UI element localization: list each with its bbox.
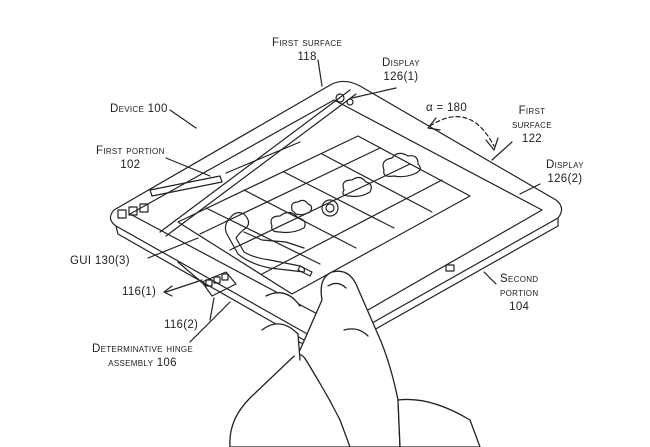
leader-line [165, 157, 211, 177]
label-gui-130-3: GUI 130(3) [70, 254, 130, 268]
leader-line [491, 141, 513, 161]
gui-grid-line [261, 179, 443, 275]
character-sketch [224, 212, 306, 273]
cloud-sketch [270, 211, 306, 234]
cloud-sketch [291, 199, 313, 216]
label-text: 116(1) [122, 286, 157, 298]
label-ref: 102 [120, 159, 141, 171]
hand-sketch [229, 270, 481, 447]
label-text: GUI 130(3) [70, 255, 130, 267]
hinge-block [205, 279, 213, 287]
window-button [117, 209, 127, 219]
label-name: Device 100 [110, 103, 168, 115]
thumb [397, 398, 481, 447]
hinge-block [221, 273, 229, 281]
hinge-assembly [201, 271, 237, 297]
label-ref: 122 [521, 133, 542, 145]
hand-palm [229, 353, 351, 447]
label-first-surface-122: First surface 122 [512, 104, 552, 146]
label-display-126-2: Display 126(2) [546, 158, 584, 186]
leader-line [189, 301, 231, 343]
window-button [139, 203, 149, 213]
label-line2: surface [512, 119, 552, 131]
sun-sketch-inner [325, 203, 335, 213]
leader-line [147, 237, 199, 259]
axis-arrow-head [163, 285, 173, 297]
label-ref: 104 [509, 301, 530, 313]
leader-line [317, 59, 323, 87]
rotation-arc [429, 116, 495, 147]
label-line2: assembly 106 [108, 357, 177, 369]
label-device-100: Device 100 [110, 102, 168, 116]
hinge-block [213, 276, 221, 284]
cloud-sketch [342, 176, 372, 198]
label-display-126-1: Display 126(1) [382, 56, 420, 84]
label-line1: First [518, 105, 546, 117]
axis-arrow [165, 279, 203, 293]
gui-grid-outline [177, 135, 471, 295]
rotation-arc-head [427, 117, 441, 131]
label-name: Display [546, 159, 584, 171]
label-first-portion-102: First portion 102 [96, 144, 165, 172]
label-line2: portion [500, 287, 539, 299]
label-line1: Determinative hinge [92, 343, 194, 355]
knuckle [265, 292, 301, 307]
finger-crease [343, 328, 369, 337]
window-button [128, 206, 138, 216]
label-second-portion-104: Second portion 104 [500, 272, 538, 314]
camera [346, 98, 354, 106]
label-name: Display [382, 57, 420, 69]
label-first-surface-118: First surface 118 [272, 36, 342, 64]
leader-line [483, 271, 497, 285]
port [445, 264, 455, 272]
label-name: First portion [96, 145, 165, 157]
gui-grid-line [205, 207, 321, 265]
label-name: First surface [272, 37, 343, 49]
knuckle [261, 323, 301, 361]
label-ref: 126(1) [383, 71, 419, 83]
status-bar-line [225, 141, 301, 174]
label-ref: 118 [297, 51, 317, 63]
label-text: 116(2) [164, 319, 199, 331]
gui-grid-line [229, 163, 411, 251]
label-axis-116-1: 116(1) [122, 285, 156, 299]
finger-nail [327, 282, 347, 289]
label-axis-116-2: 116(2) [164, 318, 198, 332]
character-sketch [243, 231, 305, 249]
gui-grid-line [283, 171, 395, 229]
leader-line [351, 87, 397, 99]
leader-line [519, 183, 541, 195]
cloud-sketch [382, 152, 421, 178]
stylus-sketch [297, 265, 313, 277]
sun-sketch [321, 199, 339, 217]
leader-line [169, 109, 197, 129]
label-text: α = 180 [426, 102, 468, 114]
label-alpha: α = 180 [426, 101, 467, 115]
camera [335, 93, 345, 103]
status-bar [149, 175, 223, 197]
hinge-edge [177, 261, 207, 287]
gui-grid-line [321, 153, 433, 213]
label-hinge-assembly-106: Determinative hinge assembly 106 [92, 342, 193, 370]
label-line1: Second [500, 273, 539, 285]
leader-line [209, 297, 215, 321]
rotation-arc-head [485, 137, 499, 151]
label-ref: 126(2) [547, 173, 583, 185]
